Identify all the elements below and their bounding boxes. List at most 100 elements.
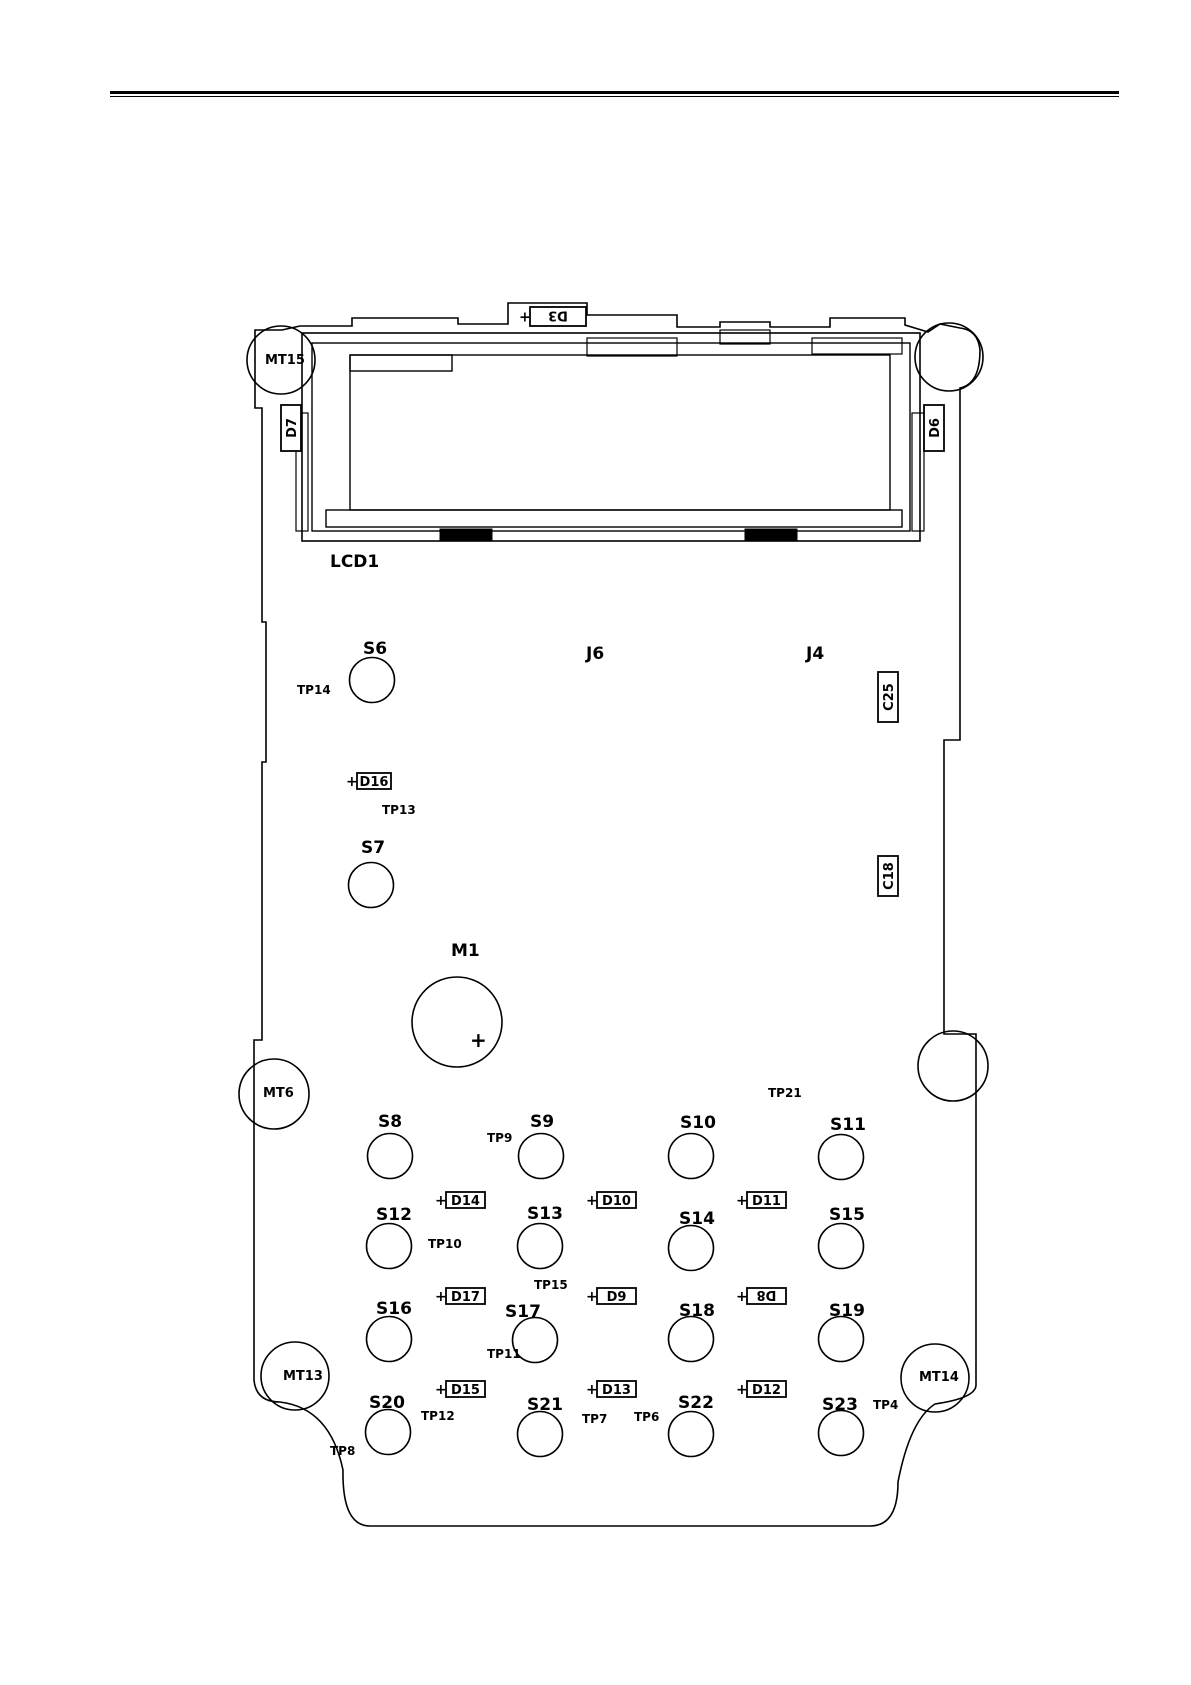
switch-label-s8: S8 — [378, 1112, 402, 1132]
switch-label-s7: S7 — [361, 838, 385, 858]
switch-label-s22: S22 — [678, 1393, 714, 1413]
diode-d10: D10 + — [586, 1192, 636, 1209]
test-point-tp4: TP4 — [873, 1398, 898, 1412]
switch-pad-s7 — [349, 863, 394, 908]
switch-label-s23: S23 — [822, 1395, 858, 1415]
svg-text:C25: C25 — [882, 683, 897, 711]
svg-text:D15: D15 — [451, 1383, 480, 1398]
svg-text:D7: D7 — [285, 418, 300, 438]
switch-pad-s9 — [519, 1134, 564, 1179]
switch-pad-s8 — [368, 1134, 413, 1179]
label-mt13: MT13 — [283, 1369, 323, 1384]
switch-pad-s21 — [518, 1412, 563, 1457]
test-point-tp7: TP7 — [582, 1412, 607, 1426]
switch-label-s6: S6 — [363, 639, 387, 659]
test-point-tp10: TP10 — [428, 1237, 462, 1251]
svg-text:+: + — [586, 1289, 598, 1305]
svg-text:D17: D17 — [451, 1290, 480, 1305]
switch-pad-s15 — [819, 1224, 864, 1269]
switch-label-s12: S12 — [376, 1205, 412, 1225]
switch-pad-s22 — [669, 1412, 714, 1457]
mount-hole-right-mid — [918, 1031, 988, 1101]
capacitor-c25: C25 — [878, 672, 898, 722]
diode-d14: D14 + — [435, 1192, 485, 1209]
label-j6: J6 — [585, 644, 604, 664]
lcd-module — [296, 330, 924, 541]
svg-text:+: + — [435, 1382, 447, 1398]
label-m1: M1 — [451, 941, 480, 961]
diode-d9: D9 + — [586, 1288, 636, 1305]
switch-label-s13: S13 — [527, 1204, 563, 1224]
svg-text:D3: D3 — [548, 308, 568, 323]
svg-text:+: + — [586, 1382, 598, 1398]
svg-text:+: + — [736, 1193, 748, 1209]
svg-text:D6: D6 — [928, 418, 943, 438]
switch-pad-s14 — [669, 1226, 714, 1271]
switch-label-s16: S16 — [376, 1299, 412, 1319]
svg-text:D9: D9 — [607, 1290, 627, 1305]
diode-d17: D17 + — [435, 1288, 485, 1305]
svg-text:+: + — [346, 774, 358, 790]
label-mt6: MT6 — [263, 1086, 294, 1101]
svg-text:+: + — [519, 310, 531, 326]
test-point-tp15: TP15 — [534, 1278, 568, 1292]
svg-text:+: + — [736, 1382, 748, 1398]
svg-text:D10: D10 — [602, 1194, 631, 1209]
test-point-tp12: TP12 — [421, 1409, 455, 1423]
svg-text:D16: D16 — [360, 775, 389, 790]
switch-pad-s6 — [350, 658, 395, 703]
diode-d11: D11 + — [736, 1192, 786, 1209]
diode-d15: D15 + — [435, 1381, 485, 1398]
switch-pad-s19 — [819, 1317, 864, 1362]
switch-label-s15: S15 — [829, 1205, 865, 1225]
switch-label-s11: S11 — [830, 1115, 866, 1135]
switch-pad-s12 — [367, 1224, 412, 1269]
switch-pad-s20 — [366, 1410, 411, 1455]
diode-d8: D8 + — [736, 1287, 786, 1305]
diode-d16: D16+ — [346, 773, 391, 790]
test-point-tp11: TP11 — [487, 1347, 521, 1361]
motor-plus-sign: + — [470, 1028, 487, 1052]
test-point-tp8: TP8 — [330, 1444, 355, 1458]
label-mt15: MT15 — [265, 353, 305, 368]
switch-pad-s23 — [819, 1411, 864, 1456]
switch-pad-s16 — [367, 1317, 412, 1362]
test-point-tp9: TP9 — [487, 1131, 512, 1145]
svg-text:C18: C18 — [882, 862, 897, 890]
svg-text:+: + — [736, 1289, 748, 1305]
svg-text:D11: D11 — [752, 1194, 781, 1209]
switch-pad-s18 — [669, 1317, 714, 1362]
switch-pad-s13 — [518, 1224, 563, 1269]
svg-text:D13: D13 — [602, 1383, 631, 1398]
label-lcd1: LCD1 — [330, 552, 379, 572]
svg-text:D8: D8 — [757, 1287, 777, 1302]
test-point-tp14: TP14 — [297, 683, 331, 697]
test-point-tp6: TP6 — [634, 1410, 659, 1424]
diode-d7: D7 — [281, 405, 301, 451]
diode-d12: D12 + — [736, 1381, 786, 1398]
switch-label-s9: S9 — [530, 1112, 554, 1132]
svg-text:+: + — [435, 1289, 447, 1305]
svg-text:+: + — [586, 1193, 598, 1209]
motor-m1 — [412, 977, 502, 1067]
switch-pad-s10 — [669, 1134, 714, 1179]
svg-text:D12: D12 — [752, 1383, 781, 1398]
diode-d3: D3 + — [519, 307, 586, 326]
test-point-tp21: TP21 — [768, 1086, 802, 1100]
svg-text:+: + — [435, 1193, 447, 1209]
svg-text:D14: D14 — [451, 1194, 480, 1209]
diode-d13: D13 + — [586, 1381, 636, 1398]
mount-hole-top-right — [915, 323, 983, 391]
capacitor-layer: C25C18 — [878, 672, 898, 896]
test-point-tp13: TP13 — [382, 803, 416, 817]
diode-d6: D6 — [924, 405, 944, 451]
board-outline — [254, 303, 980, 1526]
switch-pad-s11 — [819, 1135, 864, 1180]
capacitor-c18: C18 — [878, 856, 898, 896]
label-mt14: MT14 — [919, 1370, 959, 1385]
switch-label-s10: S10 — [680, 1113, 716, 1133]
label-j4: J4 — [805, 644, 824, 664]
